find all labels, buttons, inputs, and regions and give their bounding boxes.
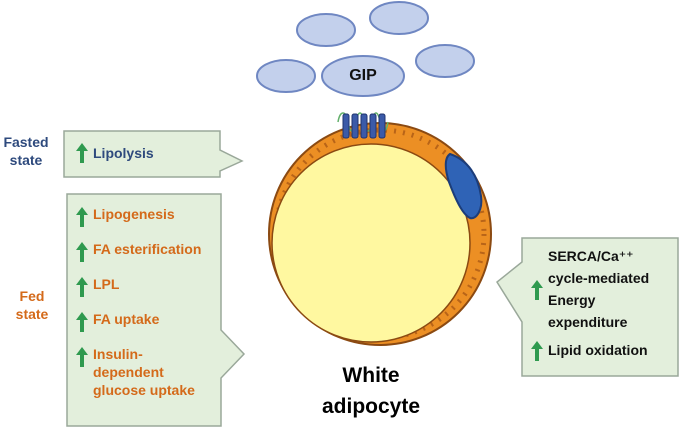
gip-molecule-1 bbox=[296, 13, 356, 47]
fed-effect-label: FA esterification bbox=[93, 241, 202, 257]
fasted-effect-label: Lipolysis bbox=[93, 145, 154, 161]
fed-effect-item: FA uptake bbox=[75, 310, 235, 332]
up-arrow-icon bbox=[75, 311, 89, 332]
up-arrow-icon bbox=[530, 340, 544, 361]
fasted-label-line-1: Fasted bbox=[3, 134, 49, 150]
fed-effect-label: LPL bbox=[93, 276, 120, 292]
lipid-droplet bbox=[271, 143, 471, 343]
energy-effect-item: SERCA/Ca⁺⁺ cycle-mediated Energy expendi… bbox=[530, 245, 680, 333]
fed-effect-item: Lipogenesis bbox=[75, 205, 235, 227]
fed-effect-label: FA uptake bbox=[93, 311, 160, 327]
fasted-effects-list: Lipolysis bbox=[75, 141, 225, 165]
gip-label: GIP bbox=[349, 67, 377, 84]
energy-callout-box bbox=[496, 237, 679, 377]
fed-effect-label: Insulin- dependent glucose uptake bbox=[93, 346, 195, 398]
gip-molecule-main bbox=[321, 55, 405, 97]
gip-molecules bbox=[256, 1, 475, 97]
fed-effect-item: Insulin- dependent glucose uptake bbox=[75, 345, 235, 399]
fed-effect-item: LPL bbox=[75, 275, 235, 297]
fasted-label-line-2: state bbox=[9, 152, 43, 168]
fed-label-line-1: Fed bbox=[19, 288, 45, 304]
cell-label-line-2: adipocyte bbox=[321, 395, 421, 418]
fed-state-label: Fed state bbox=[6, 287, 58, 323]
fed-effect-item: FA esterification bbox=[75, 240, 235, 262]
energy-effect-line: cycle-mediated bbox=[548, 270, 650, 286]
energy-effects-list: SERCA/Ca⁺⁺ cycle-mediated Energy expendi… bbox=[530, 245, 680, 361]
fed-effect-label: Lipogenesis bbox=[93, 206, 175, 222]
up-arrow-icon bbox=[75, 241, 89, 262]
up-arrow-icon bbox=[75, 346, 89, 367]
fed-effects-list: Lipogenesis FA esterification LPL FA upt… bbox=[75, 205, 235, 399]
fasted-callout-box bbox=[63, 130, 244, 178]
nucleus bbox=[444, 152, 483, 220]
gip-receptor bbox=[337, 112, 389, 139]
cell-label: White adipocyte bbox=[288, 360, 454, 422]
up-arrow-icon bbox=[75, 276, 89, 297]
fasted-state-label: Fasted state bbox=[0, 133, 52, 169]
fasted-effect-item: Lipolysis bbox=[75, 141, 225, 165]
up-arrow-icon bbox=[75, 142, 89, 163]
gip-molecule-3 bbox=[256, 59, 316, 93]
energy-effect-line: Energy bbox=[548, 292, 596, 308]
energy-effect-item: Lipid oxidation bbox=[530, 339, 680, 361]
energy-effect-line: expenditure bbox=[548, 314, 628, 330]
up-arrow-icon bbox=[75, 206, 89, 227]
energy-effect-label: Lipid oxidation bbox=[548, 342, 648, 358]
up-arrow-icon bbox=[530, 279, 544, 300]
cell-label-line-1: White bbox=[342, 364, 400, 387]
fed-label-line-2: state bbox=[15, 306, 49, 322]
gip-molecule-4 bbox=[415, 44, 475, 78]
gip-molecule-2 bbox=[369, 1, 429, 35]
energy-effect-line: SERCA/Ca⁺⁺ bbox=[548, 248, 634, 264]
fed-callout-box bbox=[66, 193, 246, 427]
adipocyte-cell bbox=[268, 122, 492, 346]
